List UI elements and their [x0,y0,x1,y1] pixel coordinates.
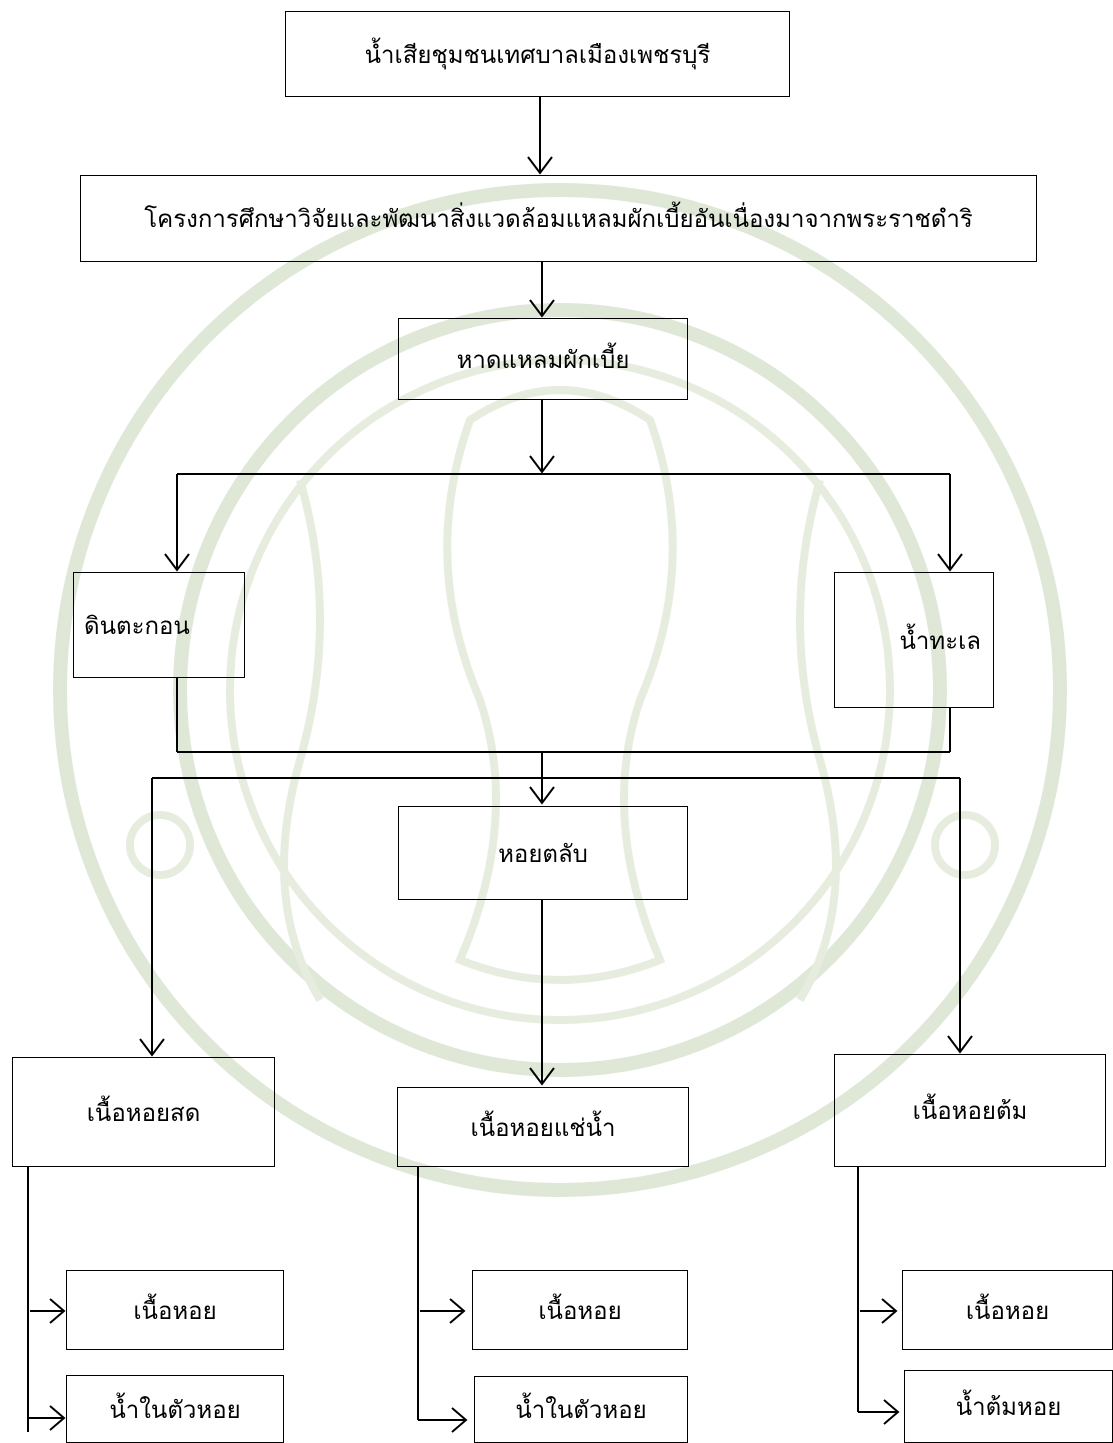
node-label: เนื้อหอยสด [86,1098,201,1127]
node-label: หาดแหลมผักเบี้ย [456,345,630,374]
node-beach: หาดแหลมผักเบี้ย [398,318,688,400]
node-label: ดินตะกอน [84,611,190,640]
node-boiled-sub-water: น้ำต้มหอย [904,1370,1113,1443]
node-label: น้ำในตัวหอย [109,1395,241,1424]
node-label: น้ำเสียชุมชนเทศบาลเมืองเพชรบุรี [364,40,711,69]
node-soaked-sub-water: น้ำในตัวหอย [474,1376,688,1443]
node-label: เนื้อหอยแช่น้ำ [470,1113,616,1142]
node-boiled-meat: เนื้อหอยต้ม [834,1054,1106,1167]
node-label: โครงการศึกษาวิจัยและพัฒนาสิ่งแวดล้อมแหลม… [144,205,973,233]
node-label: น้ำในตัวหอย [515,1396,647,1424]
node-soaked-sub-meat: เนื้อหอย [472,1270,688,1350]
node-clam: หอยตลับ [398,806,688,900]
node-soaked-meat: เนื้อหอยแช่น้ำ [397,1087,689,1167]
node-fresh-sub-meat: เนื้อหอย [66,1270,284,1350]
node-project: โครงการศึกษาวิจัยและพัฒนาสิ่งแวดล้อมแหลม… [80,175,1037,262]
node-label: น้ำทะเล [899,626,981,655]
node-boiled-sub-meat: เนื้อหอย [902,1270,1113,1350]
node-fresh-sub-water: น้ำในตัวหอย [66,1375,284,1443]
node-label: เนื้อหอยต้ม [912,1097,1028,1125]
node-seawater: น้ำทะเล [834,572,994,708]
node-label: เนื้อหอย [538,1296,622,1325]
node-label: น้ำต้มหอย [955,1393,1062,1421]
node-sediment: ดินตะกอน [73,572,245,678]
node-fresh-meat: เนื้อหอยสด [12,1057,275,1167]
node-label: เนื้อหอย [133,1296,217,1325]
node-label: หอยตลับ [498,839,588,868]
node-wastewater: น้ำเสียชุมชนเทศบาลเมืองเพชรบุรี [285,11,790,97]
node-label: เนื้อหอย [965,1296,1050,1325]
